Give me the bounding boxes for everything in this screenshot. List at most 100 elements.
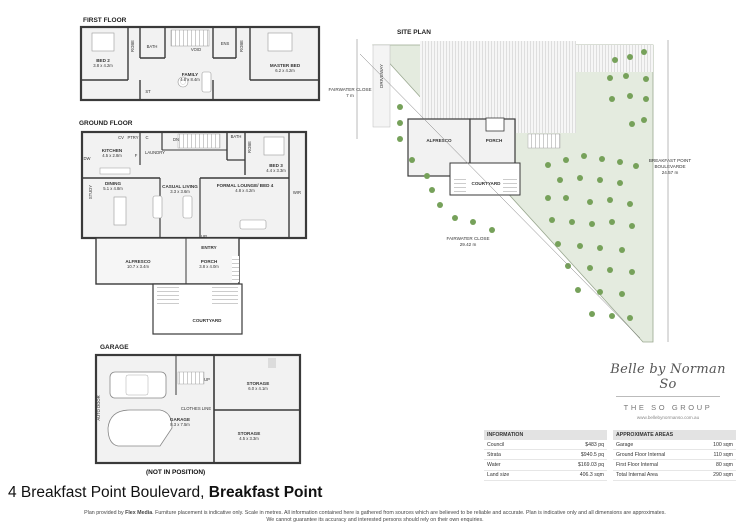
garage-storage1-dims: 6.0 x 4.1m <box>248 386 268 391</box>
tree-icon <box>599 156 605 162</box>
site-fairwater-diag-label: FAIRWATER CLOSE <box>446 236 489 241</box>
ff-st-label: ST <box>145 89 151 94</box>
gf-porch-label: PORCH <box>201 259 218 264</box>
gf-dining-dims: 5.1 x 4.8m <box>103 186 123 191</box>
tree-icon <box>627 315 633 321</box>
gf-bed3-label: BED 3 <box>269 163 283 168</box>
site-fairwater-top-length: 7 m <box>346 93 354 98</box>
gf-f-label: F <box>135 153 138 158</box>
gf-dn-label: DN <box>173 137 179 142</box>
tree-icon <box>607 267 613 273</box>
tree-icon <box>545 195 551 201</box>
tree-icon <box>633 163 639 169</box>
disclaimer-line-2: We cannot guarantee its accuracy and int… <box>266 517 484 523</box>
first-floor-plan <box>79 25 321 102</box>
site-alfresco-label: ALFRESCO <box>426 138 452 143</box>
tree-icon <box>409 157 415 163</box>
gf-formal-dims: 4.8 x 4.2m <box>235 188 255 193</box>
first-floor-title: FIRST FLOOR <box>83 17 127 24</box>
tree-icon <box>627 201 633 207</box>
gf-kitchen-label: KITCHEN <box>102 148 123 153</box>
tree-icon <box>607 197 613 203</box>
tree-icon <box>589 221 595 227</box>
property-address: 4 Breakfast Point Boulevard, Breakfast P… <box>8 484 322 502</box>
tree-icon <box>397 136 403 142</box>
gf-wir-label: WIR <box>293 190 301 195</box>
garage-auto-door-label: AUTO DOOR <box>96 395 101 420</box>
table-row: Council$483 pq <box>484 440 607 451</box>
ff-ens-label: ENS <box>221 41 230 46</box>
gf-study-label: STUDY <box>88 185 93 199</box>
gf-courtyard-label: COURTYARD <box>193 318 223 323</box>
gf-cv-label: CV <box>118 135 124 140</box>
ff-family-label: FAMILY <box>182 72 198 77</box>
tree-icon <box>563 157 569 163</box>
tree-icon <box>545 162 551 168</box>
ff-master-label: MASTER BED <box>270 63 301 68</box>
brand-logo: Belle by Norman So THE SO GROUP www.bell… <box>604 362 732 420</box>
tree-icon <box>563 195 569 201</box>
tree-icon <box>597 177 603 183</box>
tree-icon <box>597 289 603 295</box>
ground-floor-plan <box>80 130 308 335</box>
gf-c-label: C <box>145 135 148 140</box>
garage-title: GARAGE <box>100 344 129 351</box>
tree-icon <box>612 57 618 63</box>
tree-icon <box>452 215 458 221</box>
tree-icon <box>549 217 555 223</box>
site-breakfast-point-label-1: BREAKFAST POINT <box>649 158 691 163</box>
table-row: Water$169.03 pq <box>484 459 607 471</box>
site-plan <box>372 41 654 343</box>
ground-floor-title: GROUND FLOOR <box>79 120 133 127</box>
tree-icon <box>587 265 593 271</box>
tree-icon <box>629 223 635 229</box>
tree-icon <box>557 177 563 183</box>
tree-icon <box>643 76 649 82</box>
site-fairwater-diag-length: 29.42 m <box>460 242 477 247</box>
tree-icon <box>609 96 615 102</box>
ff-bed2-dims: 3.8 x 4.2m <box>93 63 113 68</box>
garage-storage2-label: STORAGE <box>238 431 261 436</box>
tree-icon <box>609 219 615 225</box>
ff-bed2-label: BED 2 <box>96 58 110 63</box>
gf-kitchen-dims: 4.5 x 2.8m <box>102 153 122 158</box>
garage-storage2-dims: 4.5 x 3.3m <box>239 436 259 441</box>
gf-bed3-dims: 4.4 x 3.3m <box>266 168 286 173</box>
tree-icon <box>397 104 403 110</box>
gf-dining-label: DINING <box>105 181 122 186</box>
tree-icon <box>437 202 443 208</box>
site-plan-title: SITE PLAN <box>397 29 431 36</box>
tree-icon <box>627 93 633 99</box>
tree-icon <box>577 175 583 181</box>
tree-icon <box>597 245 603 251</box>
site-fairwater-top-label: FAIRWATER CLOSE <box>328 87 371 92</box>
tree-icon <box>643 96 649 102</box>
tree-icon <box>607 75 613 81</box>
gf-entry-label: ENTRY <box>201 245 216 250</box>
tree-icon <box>641 117 647 123</box>
tree-icon <box>587 199 593 205</box>
tree-icon <box>424 173 430 179</box>
gf-robe-label: ROBE <box>247 141 252 153</box>
tree-icon <box>617 159 623 165</box>
brand-script: Belle by Norman So <box>610 362 726 392</box>
site-breakfast-point-label-2: BOULEVARDE <box>654 164 685 169</box>
site-courtyard-label: COURTYARD <box>472 181 502 186</box>
tree-icon <box>555 241 561 247</box>
address-suburb: Breakfast Point <box>208 484 323 501</box>
tree-icon <box>623 73 629 79</box>
site-dim-line-diag <box>359 53 641 339</box>
address-street: 4 Breakfast Point Boulevard, <box>8 484 209 501</box>
tree-icon <box>577 243 583 249</box>
site-trees <box>397 49 649 321</box>
brand-group: THE SO GROUP <box>623 403 713 412</box>
disclaimer: Plan provided by Flex Media. Furniture p… <box>0 510 750 524</box>
gf-bath-label: BATH <box>231 134 242 139</box>
gf-up-label: UP <box>201 234 207 239</box>
tree-icon <box>470 219 476 225</box>
